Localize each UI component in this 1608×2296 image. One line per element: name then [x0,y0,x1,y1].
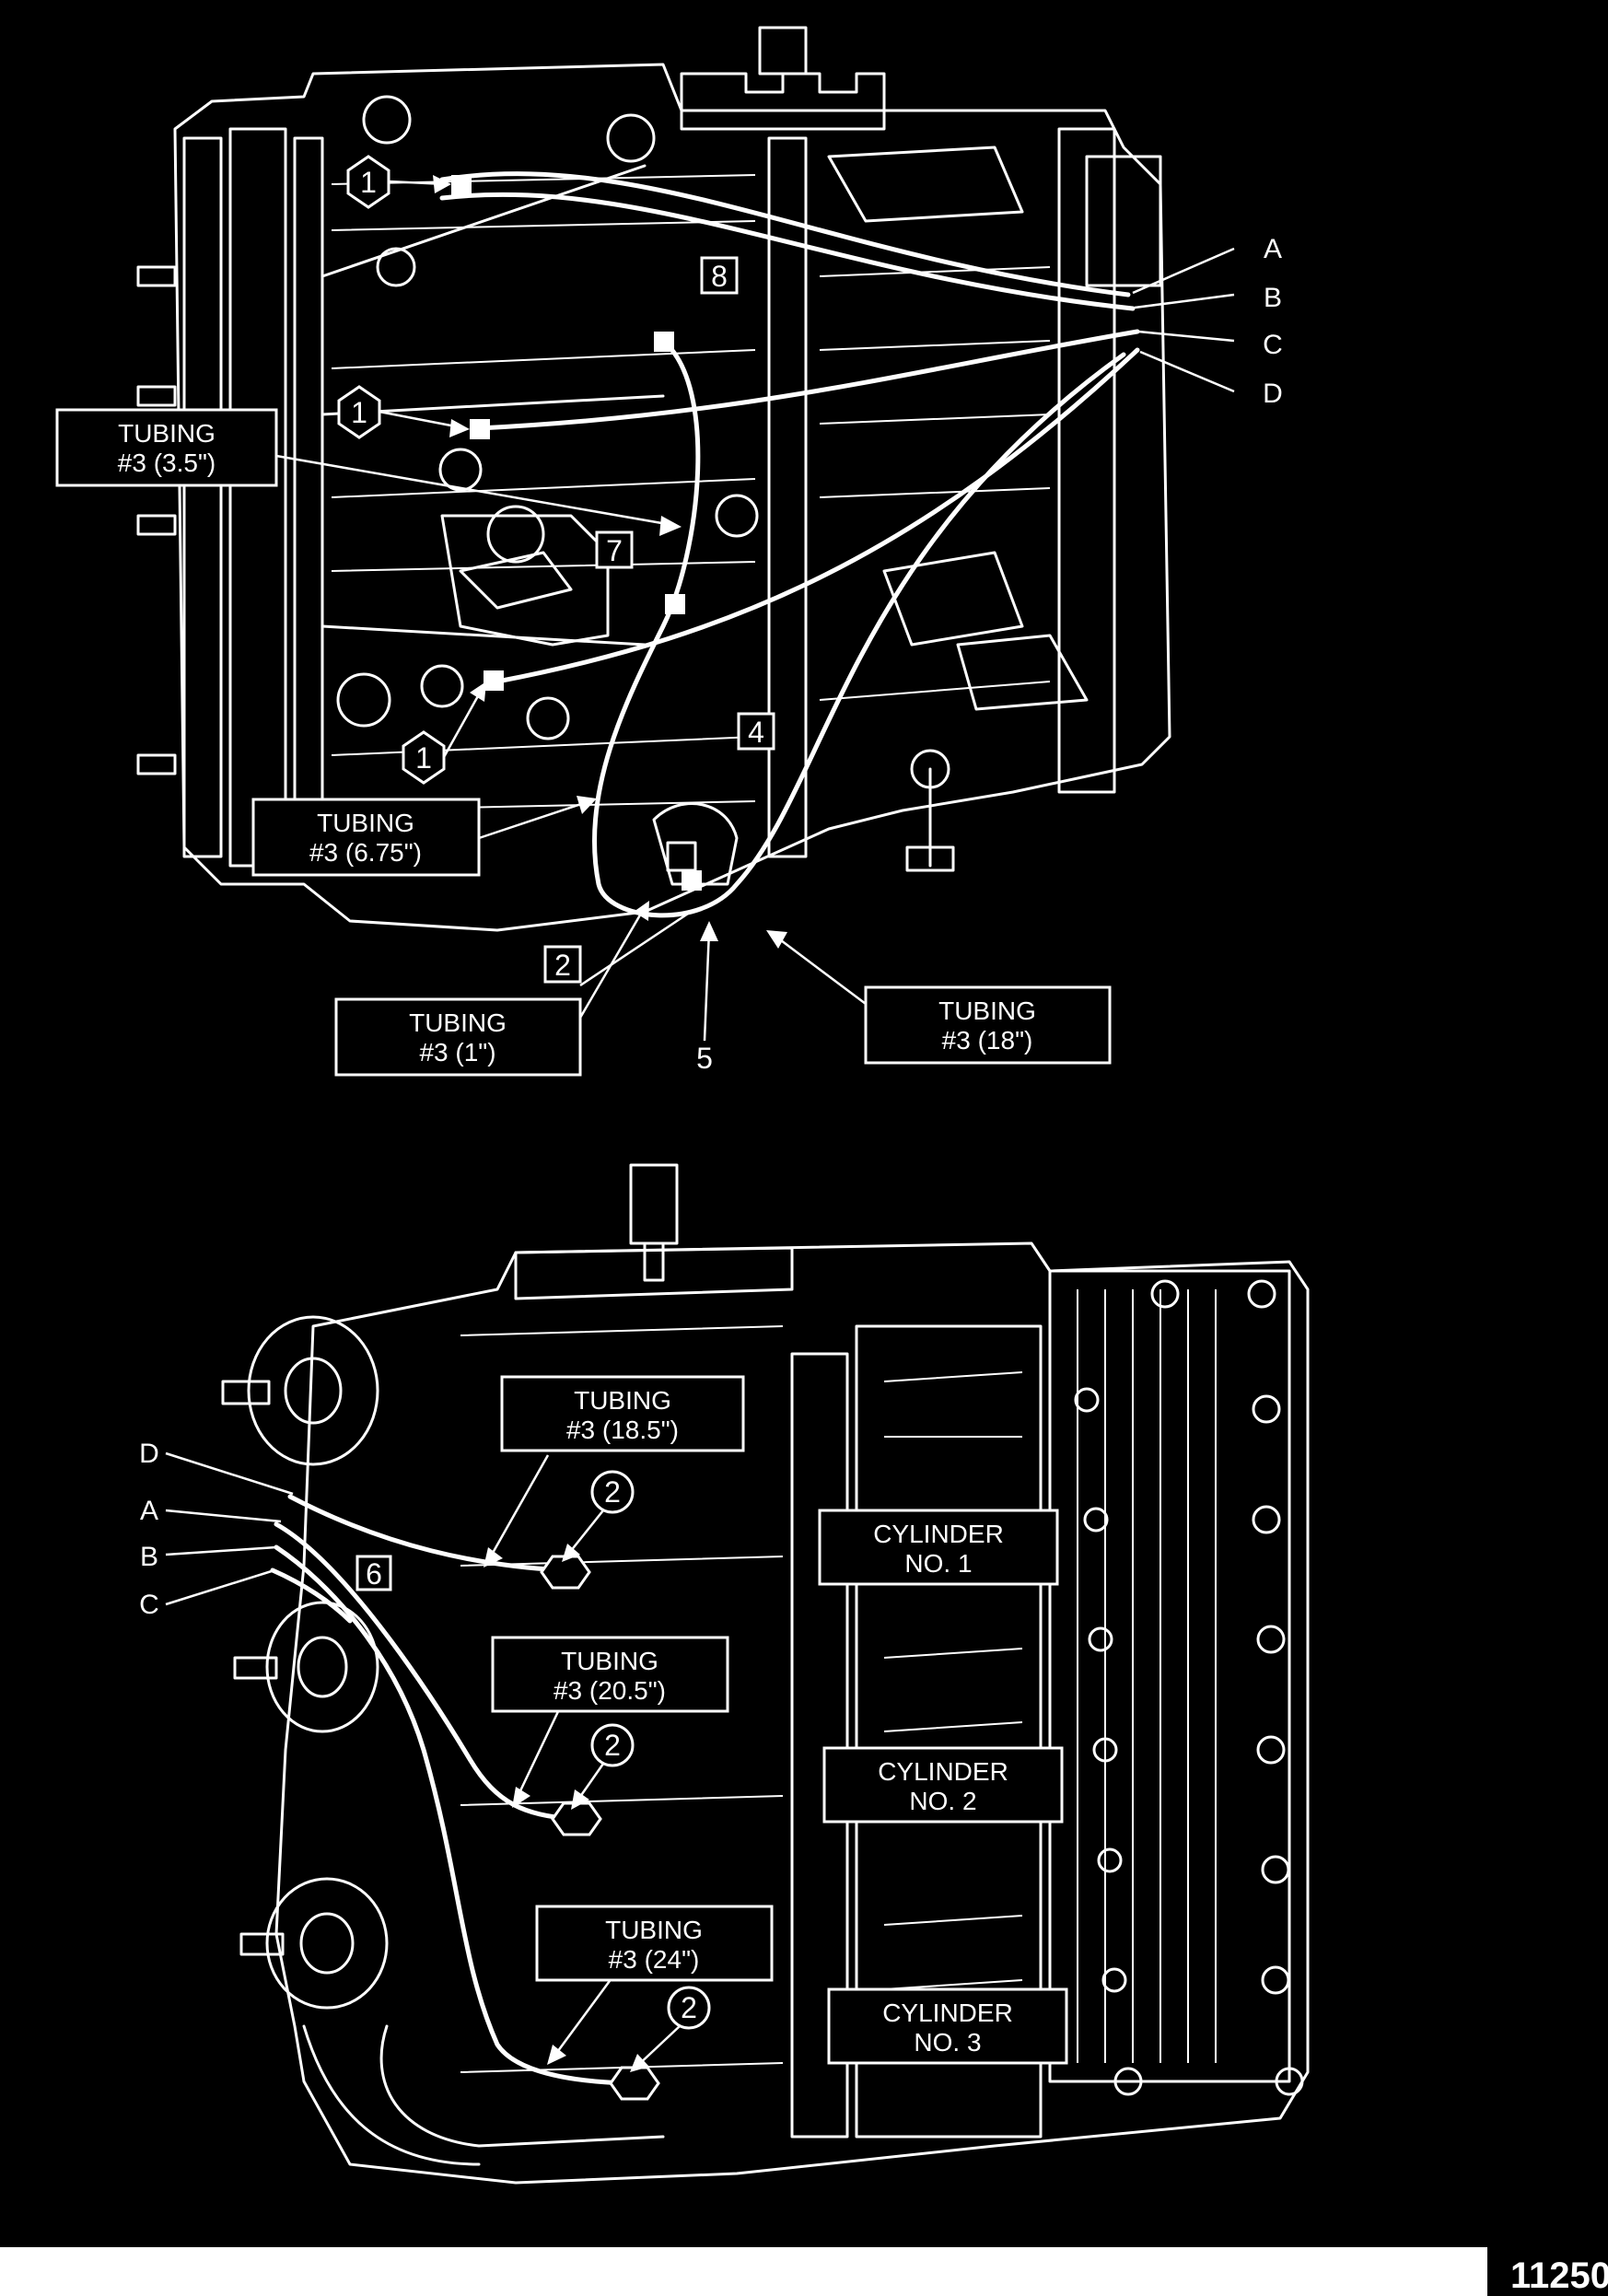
tubing-24-line1: TUBING [605,1916,703,1944]
callout-8: 8 [711,260,728,293]
cylinder-1-line1: CYLINDER [873,1520,1004,1548]
cylinder-2-line2: NO. 2 [909,1787,976,1815]
bottom-white-band [0,2247,1608,2296]
top-engine-drawing [136,26,1171,932]
callout-4: 4 [748,716,764,749]
bottom-engine-drawing [221,1163,1310,2185]
tubing-6-75-line1: TUBING [317,809,414,837]
top-callouts: 1 1 1 8 7 4 2 5 [337,155,775,1075]
top-letters: A B C D [1263,234,1283,409]
tubing-1-line1: TUBING [409,1008,507,1037]
callout-6: 6 [366,1557,382,1591]
tubing-3-5-line1: TUBING [118,419,216,448]
figure-number-box [1487,2247,1608,2296]
cylinder-labels: CYLINDER NO. 1 CYLINDER NO. 2 CYLINDER N… [818,1509,1068,2065]
top-tubing-labels: TUBING #3 (3.5") TUBING #3 (6.75") TUBIN… [55,408,1112,1077]
letter-a-bottom: A [140,1496,158,1526]
cylinder-1-line2: NO. 1 [904,1549,972,1578]
bottom-leaders [165,1451,681,2072]
tubing-18-5-line1: TUBING [574,1386,671,1415]
callout-1-mid: 1 [351,396,367,429]
tubing-3-5-line2: #3 (3.5") [118,449,216,477]
callout-5: 5 [696,1042,713,1075]
top-leaders [275,175,1235,1042]
top-tubing-routes [439,171,1140,918]
tubing-20-5-line1: TUBING [561,1647,658,1675]
tubing-18-line1: TUBING [938,996,1036,1025]
callout-2-cyl3: 2 [681,1991,697,2024]
figure-number: 11250 [1510,2255,1608,2296]
tubing-1-line2: #3 (1") [419,1038,495,1066]
bottom-fittings [540,1555,660,2101]
letter-c-bottom: C [139,1590,159,1620]
cylinder-3-line2: NO. 3 [914,2028,981,2057]
tubing-18-5-line2: #3 (18.5") [566,1416,679,1444]
tubing-18-line2: #3 (18") [942,1026,1033,1055]
letter-c-top: C [1263,330,1283,360]
letter-d-bottom: D [139,1439,159,1469]
letter-d-top: D [1263,379,1283,409]
callout-2-cyl1: 2 [604,1475,621,1509]
cylinder-3-line1: CYLINDER [882,1999,1013,2027]
bottom-callouts: 2 2 2 6 [355,1470,711,2030]
callout-2-top: 2 [554,949,571,982]
bottom-tubing-routes [270,1494,629,2086]
letter-b-bottom: B [140,1542,158,1572]
tubing-24-line2: #3 (24") [609,1945,700,1974]
callout-1-low: 1 [415,741,432,775]
bottom-tubing-labels: TUBING #3 (18.5") TUBING #3 (20.5") TUBI… [491,1375,774,1982]
tubing-20-5-line2: #3 (20.5") [553,1676,666,1705]
cylinder-2-line1: CYLINDER [878,1757,1008,1786]
tubing-6-75-line2: #3 (6.75") [309,838,422,867]
callout-1-top: 1 [360,166,377,199]
bottom-letters: D A B C [139,1439,159,1620]
callout-2-cyl2: 2 [604,1729,621,1762]
letter-b-top: B [1264,283,1282,313]
letter-a-top: A [1264,234,1282,264]
callout-7: 7 [606,534,623,567]
